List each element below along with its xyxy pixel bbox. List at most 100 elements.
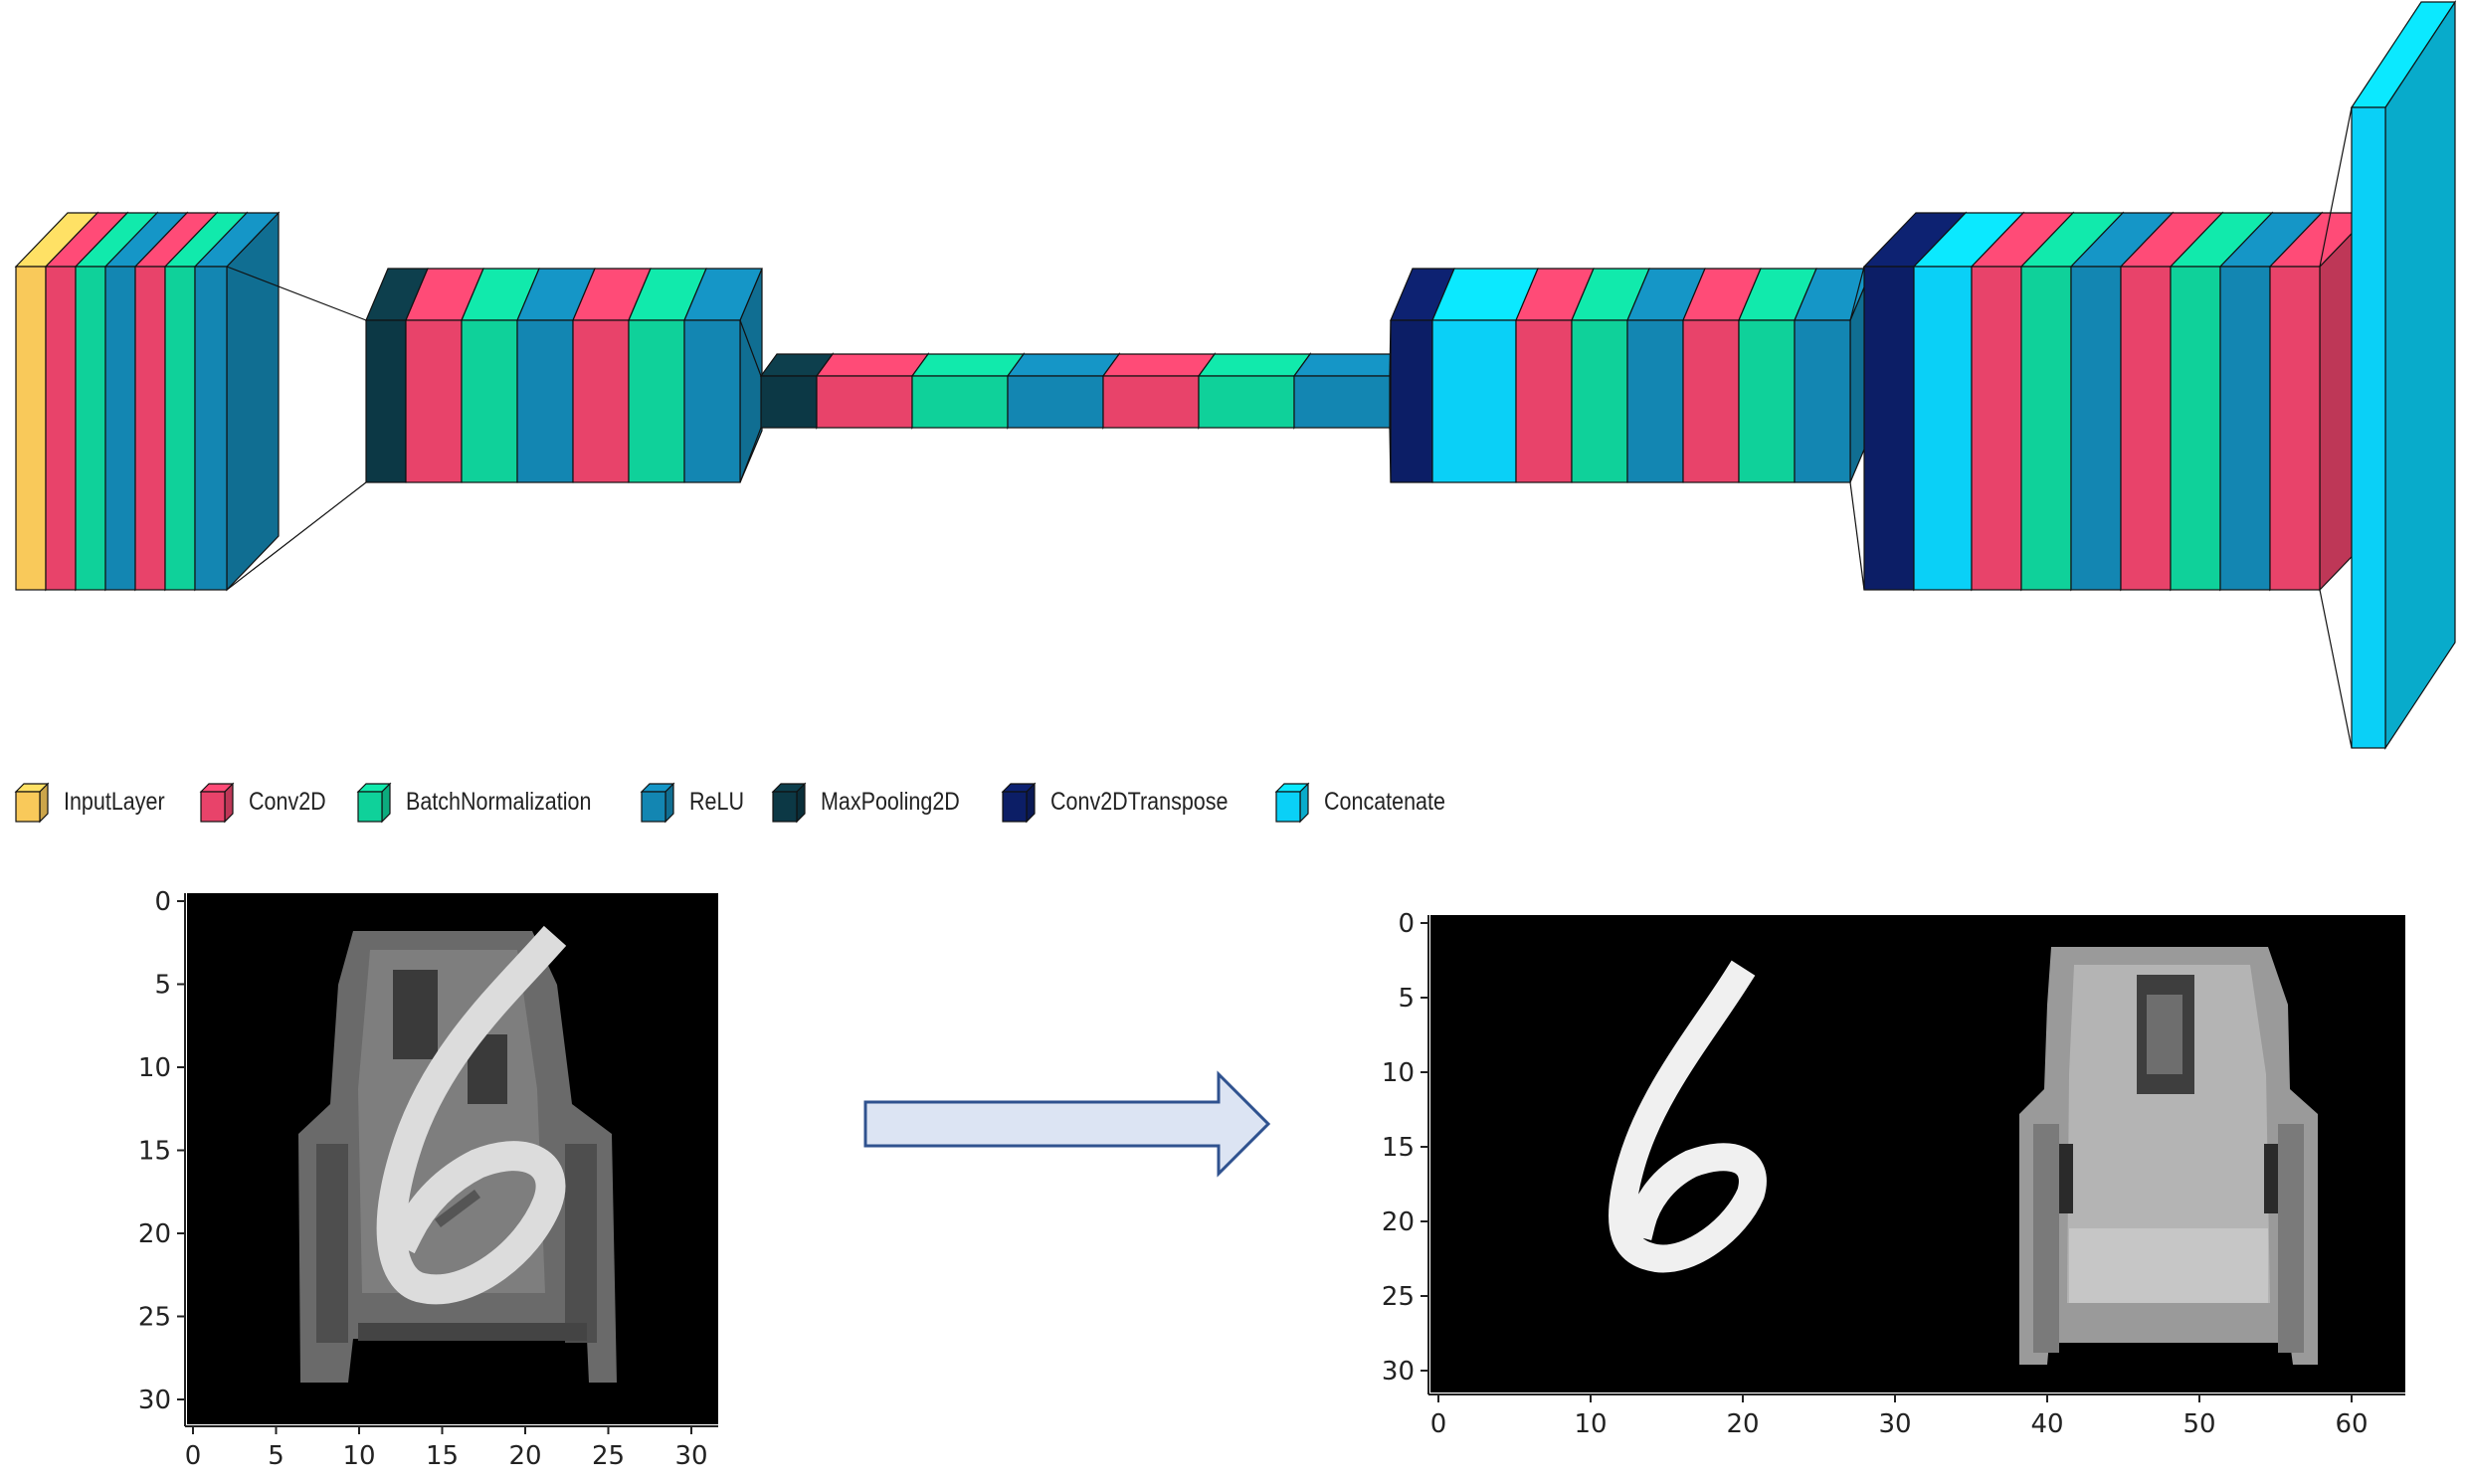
legend-label: Concatenate — [1324, 787, 1446, 816]
layer-front-face — [1515, 319, 1573, 483]
network-architecture-diagram — [14, 0, 2457, 750]
y-tick-label: 20 — [138, 1219, 171, 1249]
layer-front-face — [1913, 266, 1973, 591]
x-tick-label: 10 — [342, 1441, 375, 1471]
transform-arrow — [863, 1070, 1271, 1178]
stage-connector-line — [1389, 427, 1392, 483]
y-tick-label: 5 — [1398, 984, 1415, 1014]
layer-front-face — [2070, 266, 2122, 591]
layer-front-face — [1863, 266, 1915, 591]
legend-swatch-icon — [357, 782, 392, 824]
layer-front-face — [1431, 319, 1517, 483]
legend-item-inputlayer: InputLayer — [14, 780, 181, 824]
layer-box-batchnormalization — [910, 352, 1026, 430]
layer-box-batchnormalization — [1197, 352, 1312, 430]
layer-front-face — [194, 266, 228, 591]
y-tick-label: 10 — [1382, 1058, 1415, 1088]
stage-connector-line — [2319, 589, 2353, 749]
layer-front-face — [2269, 266, 2321, 591]
y-tick-label: 10 — [138, 1053, 171, 1083]
stage-connector-line — [1849, 266, 1865, 321]
legend-item-batchnormalization: BatchNormalization — [356, 780, 622, 824]
layer-front-face — [75, 266, 106, 591]
layer-box-relu — [683, 268, 763, 483]
stage-output — [2350, 0, 2457, 750]
stage-bottleneck — [759, 352, 1408, 430]
input-plot-axes — [184, 893, 718, 1427]
layer-front-face — [1198, 375, 1295, 429]
layer-front-face — [2170, 266, 2221, 591]
stage-connector-line — [226, 266, 367, 321]
layer-front-face — [1738, 319, 1796, 483]
legend-swatch-icon — [640, 782, 675, 824]
layer-front-face — [164, 266, 196, 591]
x-tick-label: 5 — [268, 1441, 284, 1471]
legend-label: ReLU — [689, 787, 745, 816]
layer-front-face — [911, 375, 1009, 429]
x-tick-label: 40 — [2030, 1409, 2063, 1439]
stage-decoder-2 — [1862, 211, 2373, 592]
x-tick-label: 15 — [426, 1441, 459, 1471]
layer-box-relu — [193, 211, 281, 592]
digit-six-overlay — [376, 925, 567, 1305]
y-tick-label: 25 — [1382, 1282, 1415, 1312]
layer-front-face — [816, 375, 913, 429]
layer-front-face — [1293, 375, 1391, 429]
y-tick-label: 30 — [138, 1386, 171, 1415]
y-tick-label: 20 — [1382, 1207, 1415, 1237]
legend-swatch-icon — [14, 782, 50, 824]
x-tick-label: 30 — [1878, 1409, 1911, 1439]
legend-label: BatchNormalization — [406, 787, 592, 816]
layer-front-face — [1794, 319, 1851, 483]
separated-digit-six — [1608, 960, 1767, 1273]
legend-item-relu: ReLU — [640, 780, 753, 824]
legend-item-conv2d: Conv2D — [199, 780, 338, 824]
legend-label: Conv2DTranspose — [1049, 787, 1229, 816]
x-tick-label: 60 — [2335, 1409, 2368, 1439]
stage-connector-line — [739, 427, 762, 483]
layer-front-face — [45, 266, 77, 591]
layer-front-face — [405, 319, 463, 483]
layer-front-face — [2219, 266, 2271, 591]
layer-top-face — [910, 353, 1026, 377]
stage-connector-line — [1849, 481, 1865, 591]
x-tick-label: 0 — [185, 1441, 202, 1471]
legend-swatch-icon — [1274, 782, 1310, 824]
stage-encoder-1 — [14, 211, 281, 592]
x-tick-label: 20 — [1726, 1409, 1759, 1439]
x-tick-label: 0 — [1430, 1409, 1447, 1439]
y-tick-label: 5 — [154, 971, 171, 1001]
layer-top-face — [1101, 353, 1217, 377]
layer-front-face — [516, 319, 574, 483]
layer-front-face — [1571, 319, 1628, 483]
layer-front-face — [15, 266, 47, 591]
output-separated-image — [1430, 915, 2405, 1392]
layer-front-face — [1682, 319, 1740, 483]
y-tick-label: 0 — [154, 887, 171, 917]
legend-item-maxpooling2d: MaxPooling2D — [771, 780, 983, 824]
layer-top-face — [1006, 353, 1121, 377]
legend-label: MaxPooling2D — [821, 787, 960, 816]
stage-connector-line — [1389, 319, 1392, 377]
layer-front-face — [461, 319, 518, 483]
y-tick-label: 15 — [138, 1137, 171, 1167]
layer-front-face — [2120, 266, 2172, 591]
layer-front-face — [1102, 375, 1200, 429]
layer-legend: InputLayer Conv2D BatchNormalization ReLU Ma… — [14, 778, 1483, 826]
layer-side-face — [2384, 0, 2456, 750]
input-mixed-image — [187, 893, 718, 1424]
y-tick-label: 0 — [1398, 909, 1415, 939]
layer-top-face — [815, 353, 930, 377]
stage-decoder-1 — [1390, 268, 1873, 483]
layer-box-concatenate — [2350, 0, 2457, 750]
legend-swatch-icon — [771, 782, 807, 824]
layer-front-face — [628, 319, 685, 483]
layer-top-face — [1292, 353, 1408, 377]
stage-connector-line — [739, 319, 762, 377]
legend-item-concatenate: Concatenate — [1274, 780, 1465, 824]
